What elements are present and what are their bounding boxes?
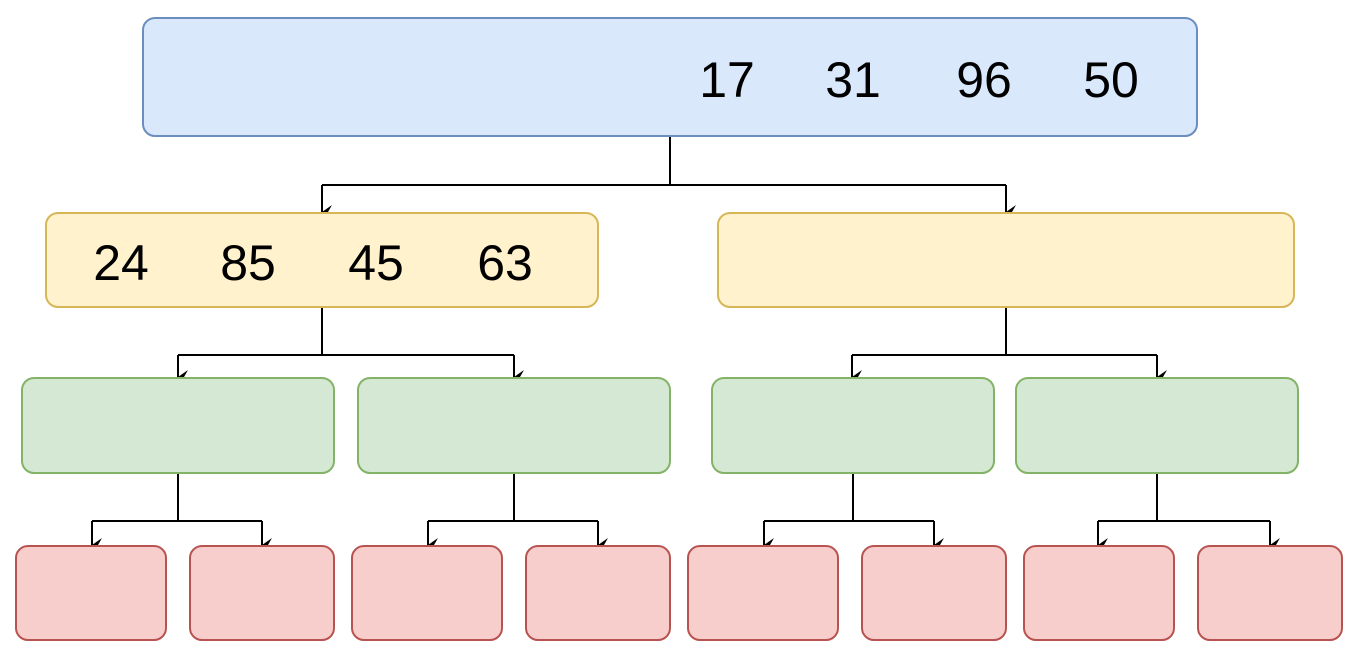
node-box xyxy=(351,545,503,641)
node-value: 24 xyxy=(93,235,149,291)
tree-node-2-3 xyxy=(1015,377,1299,474)
edge-group-2-3 xyxy=(1097,473,1280,552)
tree-node-3-0 xyxy=(15,545,167,641)
tree-node-3-5 xyxy=(861,545,1007,641)
node-box xyxy=(1197,545,1343,641)
node-box xyxy=(1015,377,1299,474)
tree-node-3-3 xyxy=(525,545,671,641)
nodes: 17 31 96 50 24 85 45 63 xyxy=(15,17,1343,641)
tree-node-3-6 xyxy=(1023,545,1175,641)
node-box xyxy=(687,545,839,641)
edge-group-1-1 xyxy=(851,307,1167,384)
node-box xyxy=(1023,545,1175,641)
node-value: 50 xyxy=(1083,52,1139,108)
node-value: 96 xyxy=(956,52,1012,108)
node-value: 85 xyxy=(220,235,276,291)
edge-group-0-0 xyxy=(321,136,1016,219)
tree-node-3-7 xyxy=(1197,545,1343,641)
node-value: 45 xyxy=(348,235,404,291)
tree-node-3-4 xyxy=(687,545,839,641)
node-box xyxy=(15,545,167,641)
tree-node-2-2 xyxy=(711,377,995,474)
node-value: 17 xyxy=(699,52,755,108)
tree-node-2-1 xyxy=(357,377,671,474)
node-box xyxy=(357,377,671,474)
node-box xyxy=(142,17,1198,137)
edges xyxy=(91,136,1280,552)
tree-node-3-2 xyxy=(351,545,503,641)
node-box xyxy=(189,545,335,641)
tree-node-2-0 xyxy=(21,377,335,474)
tree-node-3-1 xyxy=(189,545,335,641)
node-value: 63 xyxy=(477,235,533,291)
node-value: 31 xyxy=(825,52,881,108)
tree-node-0-0: 17 31 96 50 xyxy=(142,17,1198,137)
node-box xyxy=(861,545,1007,641)
edge-group-2-0 xyxy=(91,473,272,552)
node-box xyxy=(21,377,335,474)
edge-group-2-1 xyxy=(427,473,608,552)
node-box xyxy=(717,212,1295,308)
node-box xyxy=(711,377,995,474)
node-box xyxy=(45,212,599,308)
edge-group-2-2 xyxy=(763,473,944,552)
node-box xyxy=(525,545,671,641)
tree-node-1-1 xyxy=(717,212,1295,308)
edge-group-1-0 xyxy=(177,307,524,384)
tree-node-1-0: 24 85 45 63 xyxy=(45,212,599,308)
